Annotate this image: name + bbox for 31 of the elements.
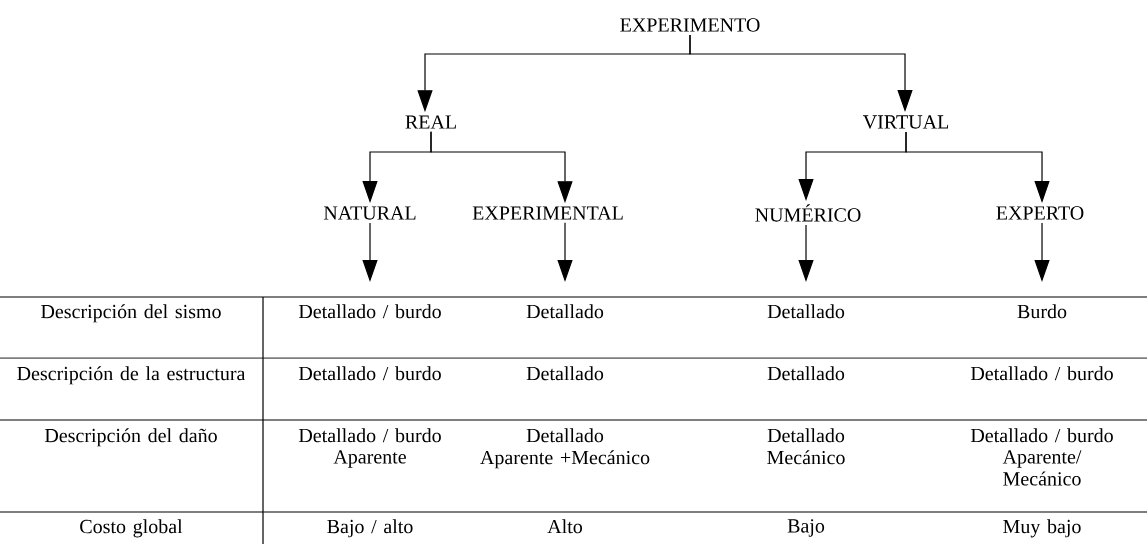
table-cell: Detallado <box>767 428 845 443</box>
node-label: NATURAL <box>323 206 416 220</box>
table-cell: Detallado <box>526 428 604 443</box>
table-cell: Descripción del sismo <box>41 304 221 323</box>
table-cell: Alto <box>547 519 583 534</box>
table-cell: Detallado <box>526 366 604 381</box>
table-cell: Descripción del daño <box>44 428 217 447</box>
node-label: EXPERIMENTO <box>620 18 760 32</box>
node-label: EXPERIMENTAL <box>472 206 623 220</box>
table-cell: Descripción de la estructura <box>17 366 246 385</box>
table-cell: Detallado <box>526 304 604 319</box>
table-cell: Burdo <box>1017 304 1067 319</box>
table-cell: Detallado <box>767 304 845 319</box>
table-cell: Muy bajo <box>1003 519 1081 538</box>
table-cell: Detallado / burdo <box>298 304 441 319</box>
table-cell: Detallado / burdo <box>298 428 441 443</box>
table-cell: Aparente/ Mecánico <box>1002 450 1082 486</box>
node-label: EXPERTO <box>996 206 1084 220</box>
table-cell: Detallado / burdo <box>970 366 1113 381</box>
table-cell: Detallado / burdo <box>298 366 441 381</box>
table-cell: Bajo <box>787 519 825 537</box>
node-label: NUMÉRICO <box>755 204 861 222</box>
table-cell: Bajo / alto <box>327 519 413 538</box>
table-cell: Costo global <box>80 519 183 538</box>
node-label: VIRTUAL <box>862 115 949 129</box>
table-cell: Detallado / burdo <box>970 428 1113 443</box>
table-cell: Aparente <box>333 450 406 468</box>
table-cell: Detallado <box>767 366 845 381</box>
node-label: REAL <box>405 115 456 129</box>
table-cell: Aparente +Mecánico <box>480 450 650 469</box>
table-cell: Mecánico <box>767 450 845 465</box>
